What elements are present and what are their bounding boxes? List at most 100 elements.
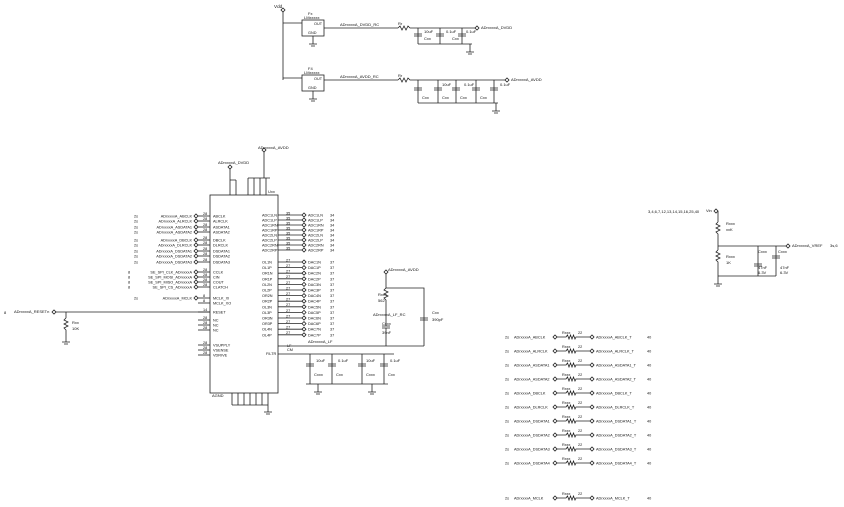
series-row-resistor-value: 22 <box>578 492 582 496</box>
ic-left-pin-name: DSDATA1 <box>213 250 230 254</box>
reset-diamond <box>51 309 57 315</box>
lf-resistor-value: 562 <box>378 298 385 303</box>
series-row-in-net: ADrxxxxA_DSDATA3 <box>514 448 550 452</box>
series-row-in-ref: 2s <box>505 392 509 396</box>
dvdd-output-label: ADrxxxxA_DVDD <box>481 25 512 30</box>
ic-right-pin-net: DAC7N <box>308 328 321 332</box>
ic-left-pin-number: 8 <box>203 294 205 298</box>
ic-left-pin-port-icon <box>193 274 199 280</box>
regulator-1-net: ADrxxxxA_DVDD_RC <box>340 22 379 27</box>
ic-left-pin-ref: 2s <box>134 261 138 265</box>
ic-right-pin-ref: 34 <box>330 219 334 223</box>
ic-right-pin-number: 35 <box>286 231 290 235</box>
ic-right-pin-name: OL3P <box>262 311 272 315</box>
ic-left-pin-number: 28 <box>203 268 207 272</box>
series-row-out-ref: 40 <box>647 364 651 368</box>
ic-left-pin-name: CLATCH <box>213 286 228 290</box>
ic-left-pin-ref: 2s <box>134 215 138 219</box>
ic-filtr-pin: FILTR <box>266 352 277 356</box>
series-row-resistor-icon <box>557 361 590 369</box>
series-row-resistor-value: 22 <box>578 359 582 363</box>
ic-left-pin-port-icon <box>193 218 199 224</box>
ic-right-pin-net: DAC5P <box>308 311 321 315</box>
series-row-resistor-icon <box>557 333 590 341</box>
ic-left-pin-ref: 8 <box>128 276 130 280</box>
series-row-resistor-icon <box>557 389 590 397</box>
ic-right-pin-port-icon <box>301 298 307 304</box>
ic-right-pin-port-icon <box>301 259 307 265</box>
series-row-out-net: ADrxxxxA_ALRCLK_T <box>596 350 635 354</box>
lf-cap1-value: 39nF <box>382 330 392 335</box>
ic-left-pin-port-icon <box>193 224 199 230</box>
ic-right-pin-port-icon <box>301 212 307 218</box>
series-row-out-ref: 40 <box>647 336 651 340</box>
ic-right-pin-port-icon <box>301 281 307 287</box>
regulator-1-out-pin: OUT <box>314 22 323 26</box>
ic-left-pin-port-icon <box>193 248 199 254</box>
series-row-in-net: ADrxxxxA_DSDATA2 <box>514 434 550 438</box>
ic-right-pin-name: OR1P <box>262 277 273 281</box>
series-row-resistor-value: 22 <box>578 345 582 349</box>
reset-resistor: Rxx <box>72 320 79 325</box>
ic-right-pin-net: DAC2P <box>308 277 321 281</box>
regulator-1-cap-b: Cxx <box>452 36 459 41</box>
lf-filter: ADrxxxxA_AVDD Rxxx 562 ADrxxxxA_LF_RC Cx… <box>278 267 444 347</box>
regulator-2-cap-a: Cxx <box>422 95 429 100</box>
ic-left-pin-name: NC <box>213 329 219 333</box>
ic-left-pin-ref: 8 <box>128 281 130 285</box>
ic-right-pin-number: 27 <box>286 309 290 313</box>
ic-right-pin-port-icon <box>301 227 307 233</box>
regulator-1-cap-a: Cxx <box>424 36 431 41</box>
ic-left-pin-net: ADrxxxxA_DLRCLK <box>158 244 192 248</box>
ic-right-pin-name: OL1P <box>262 266 272 270</box>
series-row-resistor-icon <box>557 403 590 411</box>
ic-left-pin-number: 28 <box>203 341 207 345</box>
ic-left-pin-ref: 2s <box>134 239 138 243</box>
ic-right-pin-number: 27 <box>286 258 290 262</box>
ic-left-pin-name: VSENSE <box>213 349 229 353</box>
ic-left-pin-number: 28 <box>203 316 207 320</box>
dvdd-top-label: ADrxxxxA_DVDD <box>218 160 249 165</box>
ic-right-pin-name: OR1N <box>262 272 273 276</box>
ic-left-pin-ref: 8 <box>128 286 130 290</box>
series-row-in-net: ADrxxxxA_ASDATA1 <box>514 364 550 368</box>
regulator-2-part: LMxxxxx <box>304 70 320 75</box>
lf-avdd-label: ADrxxxxA_AVDD <box>388 267 419 272</box>
series-row-in-net: ADrxxxxA_DLRCLK <box>514 406 548 410</box>
ic-right-pin-ref: 37 <box>330 283 334 287</box>
regulator-2: F4 LMxxxxx OUT GND ADrxxxxA_AVDD_RC Rr C… <box>301 66 542 114</box>
ic-right-pin-name: ADC1RP <box>262 229 278 233</box>
ic-right-pin-port-icon <box>301 270 307 276</box>
ic-left-pin-name: RESET <box>213 311 226 315</box>
series-row-out-port-icon <box>589 334 595 340</box>
ic-right-pin-net: DAC3P <box>308 289 321 293</box>
series-row-in-net: ADrxxxxA_ABCLK <box>514 336 546 340</box>
regulator-1-resistor: Rr <box>398 21 403 26</box>
regulator-2-cap-c: Cxx <box>460 95 467 100</box>
ic-left-pin-name: MCLK_XO <box>213 302 231 306</box>
ic-right-pin-ref: 34 <box>330 239 334 243</box>
avdd-output-diamond <box>504 77 510 83</box>
reset-ref: 8 <box>4 310 7 315</box>
ic-left-pin-ref: 2s <box>134 220 138 224</box>
ic-right-pin-ref: 37 <box>330 311 334 315</box>
series-row-in-net: ADrxxxxA_ASDATA2 <box>514 378 550 382</box>
vref-out-label: ADrxxxxA_VREF <box>792 243 823 248</box>
ic-left-pin-number: 28 <box>203 217 207 221</box>
ic-left-pin-name: NC <box>213 319 219 323</box>
ic-right-pin-number: 35 <box>286 226 290 230</box>
vref-c1-value: 47nF <box>758 265 768 270</box>
ic-cm-pin: CM <box>287 348 293 352</box>
vref-r2: Rxxx <box>726 254 735 259</box>
lf-resistor: Rxxx <box>378 292 387 297</box>
ic-right-pin-number: 27 <box>286 292 290 296</box>
vref-vin-label: Vin <box>706 208 712 213</box>
ic-right-pin-ref: 37 <box>330 294 334 298</box>
vref-r1: Rxxx <box>726 221 735 226</box>
ic-ref: Uxx <box>268 189 275 194</box>
vref-c1-rating: 6.3V <box>758 270 767 275</box>
reset-net: ADrxxxxA_RESETn <box>14 309 49 314</box>
ic-left-pin-name: MCLK_XI <box>213 297 229 301</box>
series-row-out-ref: 40 <box>647 462 651 466</box>
